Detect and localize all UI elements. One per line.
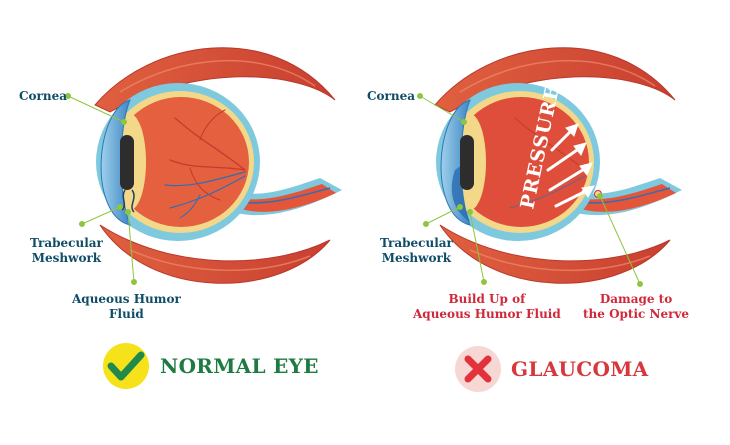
- right-leader-lines: [417, 93, 643, 287]
- glaucoma-title: GLAUCOMA: [511, 357, 649, 381]
- pupil: [120, 135, 134, 190]
- normal-eye-illustration: [94, 47, 342, 284]
- label-trabecular-line1: Trabecular: [380, 236, 453, 250]
- eye-interior: [453, 97, 589, 227]
- x-mark-icon: [464, 355, 492, 383]
- lower-eye-muscle: [99, 224, 331, 284]
- glaucoma-eye-illustration: PRESSURE: [434, 47, 682, 284]
- retinal-veins: [509, 117, 586, 209]
- label-aqueous-line2: Fluid: [109, 307, 144, 321]
- label-cornea-right: Cornea: [367, 89, 416, 103]
- normal-eye-badge: [103, 343, 149, 389]
- left-leader-lines: [65, 93, 137, 285]
- label-damage-line1: Damage to: [599, 292, 673, 306]
- label-cornea-left: Cornea: [19, 89, 68, 103]
- retinal-veins: [164, 109, 246, 219]
- label-buildup-line1: Build Up of: [448, 292, 526, 306]
- label-buildup: Build Up of Aqueous Humor Fluid: [413, 292, 561, 322]
- pupil: [460, 135, 474, 190]
- normal-eye-title: NORMAL EYE: [160, 354, 319, 378]
- label-buildup-line2: Aqueous Humor Fluid: [413, 307, 561, 321]
- label-trabecular-line1: Trabecular: [30, 236, 103, 250]
- label-trabecular-left: Trabecular Meshwork: [30, 236, 103, 266]
- upper-eye-muscle: [94, 47, 336, 113]
- label-damage-line2: the Optic Nerve: [583, 307, 690, 321]
- upper-eye-muscle: [434, 47, 676, 113]
- label-trabecular-line2: Meshwork: [381, 251, 452, 265]
- eye-interior: [113, 97, 249, 227]
- label-trabecular-line2: Meshwork: [31, 251, 102, 265]
- pressure-arrows: [546, 123, 595, 208]
- label-aqueous-left: Aqueous Humor Fluid: [72, 292, 181, 322]
- glaucoma-badge: [455, 346, 501, 392]
- lower-eye-muscle: [439, 224, 671, 284]
- label-damage: Damage to the Optic Nerve: [583, 292, 689, 322]
- checkmark-icon: [107, 351, 145, 381]
- label-trabecular-right: Trabecular Meshwork: [380, 236, 453, 266]
- label-aqueous-line1: Aqueous Humor: [72, 292, 181, 306]
